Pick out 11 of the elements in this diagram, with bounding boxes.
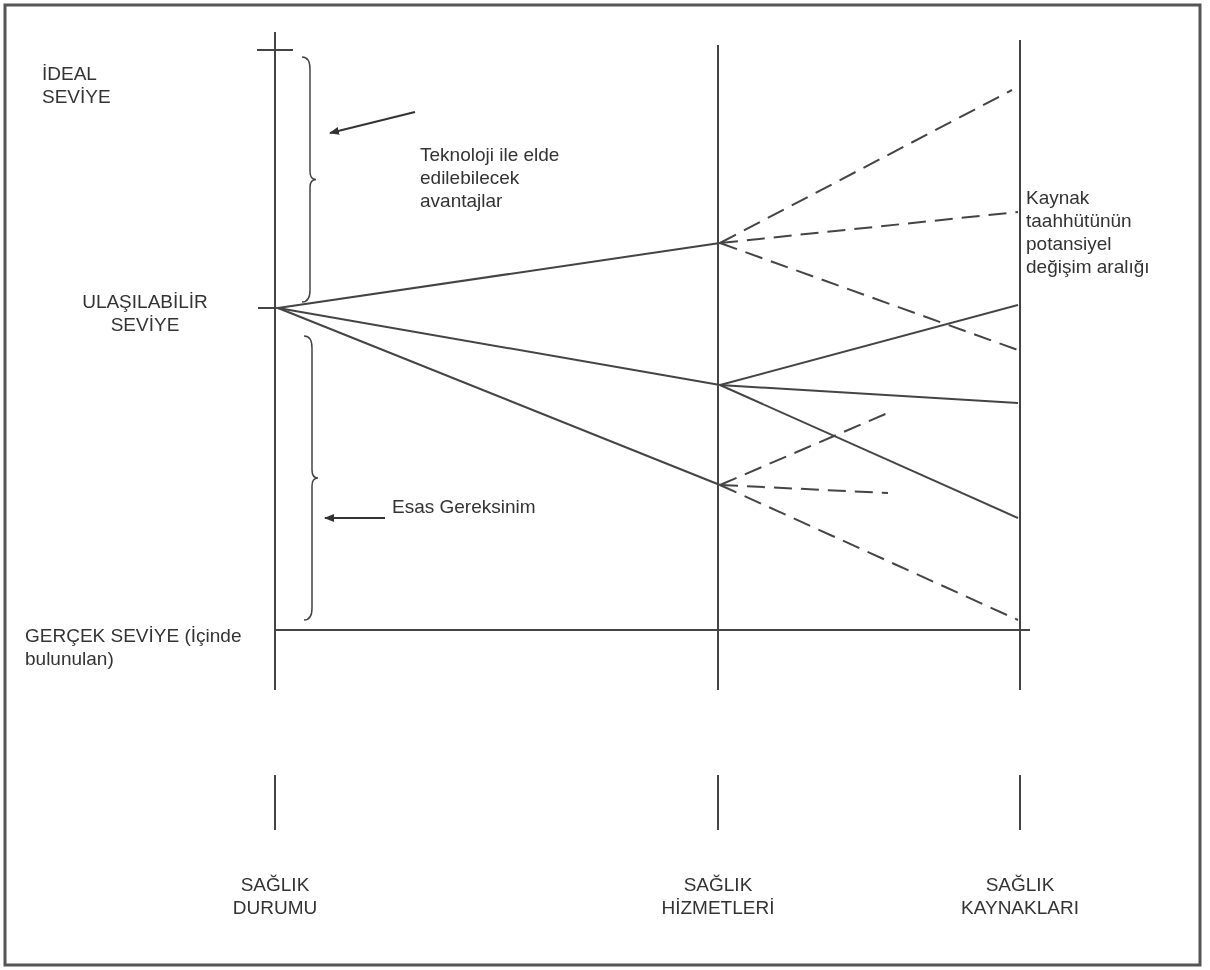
axis-label: SAĞLIK KAYNAKLARI [960, 873, 1080, 919]
axis-label: SAĞLIK HİZMETLERİ [660, 873, 776, 919]
leader-arrow [329, 111, 416, 135]
leader-arrow [324, 514, 386, 522]
level-label: ULAŞILABİLİR SEVİYE [81, 290, 209, 336]
level-label: GERÇEK SEVİYE (İçinde bulunulan) [25, 624, 243, 670]
axis-label: SAĞLIK DURUMU [231, 873, 319, 919]
note-text: Kaynak taahhütünün potansiyel değişim aralığı [1026, 186, 1151, 278]
level-label: İDEAL SEVİYE [42, 62, 112, 108]
callout-text: Esas Gereksinim [392, 495, 542, 518]
callout-text: Teknoloji ile elde edilebilecek avantajlar [420, 143, 580, 212]
